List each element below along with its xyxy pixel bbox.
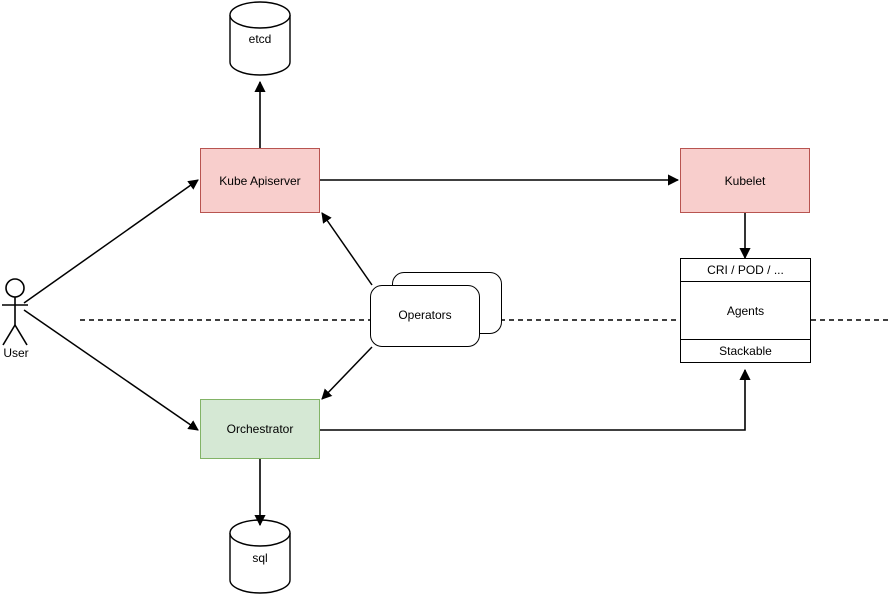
node-kubelet-label: Kubelet (724, 173, 766, 188)
node-agents-middle-label: Agents (681, 281, 810, 340)
edge-user-to-orchestrator (23, 309, 199, 431)
etcd-cylinder-shape (229, 1, 291, 76)
user-actor-icon (2, 278, 28, 346)
node-operators-label: Operators (398, 308, 452, 323)
node-kube-apiserver[interactable]: Kube Apiserver (200, 148, 320, 213)
node-orchestrator-label: Orchestrator (226, 422, 294, 436)
sql-cylinder-shape (229, 519, 291, 594)
node-operators[interactable]: Operators (370, 285, 480, 347)
node-kubelet[interactable]: Kubelet (680, 148, 810, 213)
node-agents-bottom-label: Stackable (681, 340, 810, 362)
edge-orchestrator-to-agents (320, 368, 751, 431)
edge-user-to-apiserver (23, 179, 199, 304)
node-kube-apiserver-label: Kube Apiserver (219, 173, 301, 188)
edge-operators-to-orchestrator (321, 346, 373, 400)
node-orchestrator[interactable]: Orchestrator (200, 399, 320, 459)
node-agents[interactable]: CRI / POD / ... Agents Stackable (680, 258, 811, 363)
edge-operators-to-apiserver (321, 212, 373, 286)
node-agents-top-label: CRI / POD / ... (681, 259, 810, 281)
